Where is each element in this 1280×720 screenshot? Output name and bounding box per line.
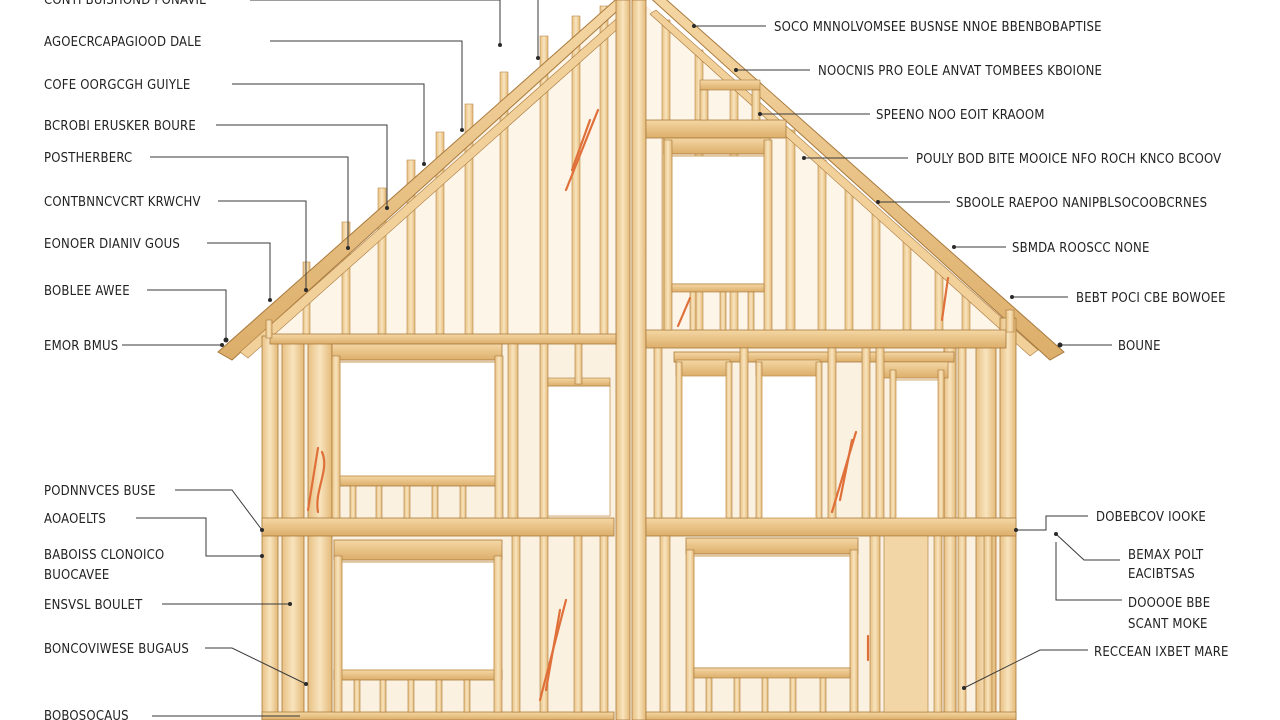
window-upper-left [331, 343, 504, 519]
label-right-7: BEBT POCI CBE BOWOEE [1076, 291, 1226, 306]
label-left-1: CONTI BUISHOND PONAVIE [44, 0, 207, 8]
label-right-12: DOOOOE BBE [1128, 596, 1210, 611]
center-post [615, 0, 647, 720]
label-right-9: DOBEBCOV IOOKE [1096, 510, 1206, 525]
window-lower-left [333, 535, 609, 713]
orange-bracing-marks [306, 108, 950, 702]
label-right-6: SBMDA ROOSCC NONE [1012, 241, 1150, 256]
label-right-8: BOUNE [1118, 339, 1161, 354]
roof-rafters [217, 0, 1065, 361]
label-left-14: ENSVSL BOULET [44, 598, 143, 613]
labels-left: CONTI BUISHOND PONAVIE AGOECRCAPAGIOOD D… [44, 0, 207, 720]
label-right-2: NOOCNIS PRO EOLE ANVAT TOMBEES KBOIONE [818, 64, 1102, 79]
leader-lines-right [694, 25, 1122, 689]
window-gable-right [663, 79, 773, 331]
rafter-left [217, 0, 631, 361]
label-right-5: SBOOLE RAEPOO NANIPBLSOCOOBCRNES [956, 196, 1207, 211]
eave-posts [265, 309, 1015, 339]
floor-plates [261, 119, 1017, 720]
label-right-10: BEMAX POLT [1128, 548, 1204, 563]
label-left-12: BABOISS CLONOICO [44, 548, 164, 563]
label-left-6: CONTBNNCVCRT KRWCHV [44, 195, 201, 210]
leader-dots [220, 24, 1063, 690]
label-left-10: PODNNVCES BUSE [44, 484, 156, 499]
label-right-11: EACIBTSAS [1128, 567, 1195, 582]
label-left-5: POSTHERBERC [44, 151, 132, 166]
label-left-2: AGOECRCAPAGIOOD DALE [44, 35, 202, 50]
label-left-16: BOBOSOCAUS [44, 709, 129, 720]
windows-upper-right [653, 347, 967, 519]
label-left-9: EMOR BMUS [44, 339, 118, 354]
label-left-7: EONOER DIANIV GOUS [44, 237, 180, 252]
label-right-4: POULY BOD BITE MOOICE NFO ROCH KNCO BCOO… [916, 152, 1221, 167]
label-left-11: AOAOELTS [44, 512, 106, 527]
rafter-right-inner [649, 9, 1039, 357]
label-left-15: BONCOVIWESE BUGAUS [44, 642, 189, 657]
label-left-8: BOBLEE AWEE [44, 284, 130, 299]
labels-right: SOCO MNNOLVOMSEE BUSNSE NNOE BBENBOBAPTI… [774, 20, 1229, 660]
label-left-3: COFE OORGCGH GUIYLE [44, 78, 190, 93]
label-right-3: SPEENO NOO EOIT KRAOOM [876, 108, 1045, 123]
label-left-4: BCROBI ERUSKER BOURE [44, 119, 196, 134]
opening-upper-center-left [507, 343, 611, 519]
window-lower-right [659, 535, 993, 713]
label-right-14: RECCEAN IXBET MARE [1094, 645, 1229, 660]
label-right-1: SOCO MNNOLVOMSEE BUSNSE NNOE BBENBOBAPTI… [774, 20, 1102, 35]
label-right-13: SCANT MOKE [1128, 617, 1208, 632]
label-left-13: BUOCAVEE [44, 568, 110, 583]
leader-lines-left [122, 0, 539, 717]
